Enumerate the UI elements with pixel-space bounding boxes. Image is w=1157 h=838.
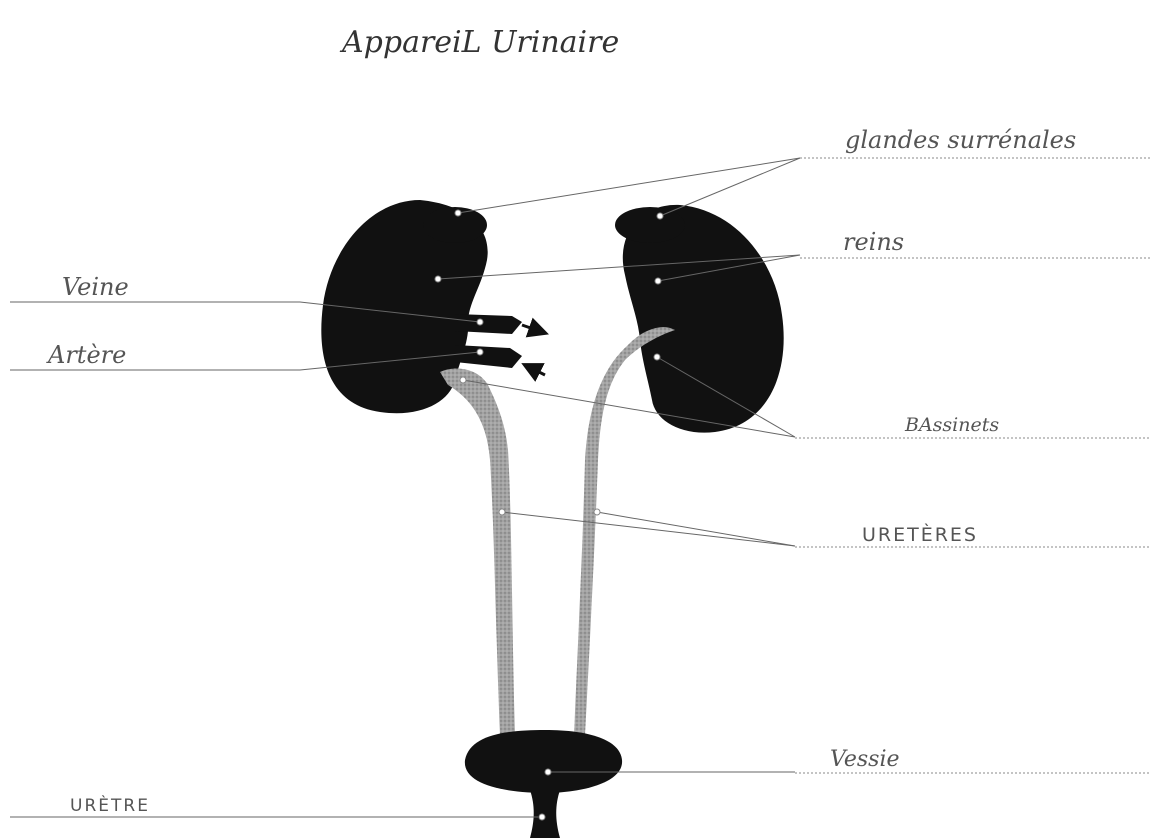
glandes-leader-left — [458, 158, 800, 213]
ureteres-leader-left — [502, 512, 795, 546]
label-veine: Veine — [62, 273, 129, 301]
pin-left-adrenal — [455, 210, 461, 216]
pin-right-ureter — [594, 509, 600, 515]
pin-left-kidney — [435, 276, 441, 282]
urethra — [530, 790, 560, 838]
pin-right-kidney — [655, 278, 661, 284]
vein-flow-arrow — [522, 325, 545, 333]
vein-vessel — [455, 314, 522, 334]
pin-left-pelvis — [460, 377, 466, 383]
label-reins: reins — [843, 228, 904, 256]
label-ureteres: URETÈRES — [862, 523, 978, 546]
pin-artery — [477, 349, 483, 355]
diagram-title: AppareiL Urinaire — [339, 25, 619, 60]
left-ureter — [440, 368, 515, 735]
label-glandes-surrenales: glandes surrénales — [845, 126, 1076, 154]
pin-urethra — [539, 814, 545, 820]
pin-bladder — [545, 769, 551, 775]
label-vessie: Vessie — [830, 747, 900, 772]
ureteres-leader-right — [597, 512, 795, 546]
glandes-leader-right — [660, 158, 800, 216]
right-adrenal-gland — [615, 207, 685, 243]
label-bassinets: BAssinets — [904, 414, 999, 436]
bladder — [465, 730, 622, 793]
pin-left-ureter — [499, 509, 505, 515]
pin-vein — [477, 319, 483, 325]
label-uretre: URÈTRE — [70, 794, 150, 816]
pin-right-adrenal — [657, 213, 663, 219]
pin-right-pelvis — [654, 354, 660, 360]
artery-vessel — [455, 345, 522, 368]
label-artere: Artère — [46, 341, 126, 369]
artery-flow-arrow — [525, 365, 545, 375]
